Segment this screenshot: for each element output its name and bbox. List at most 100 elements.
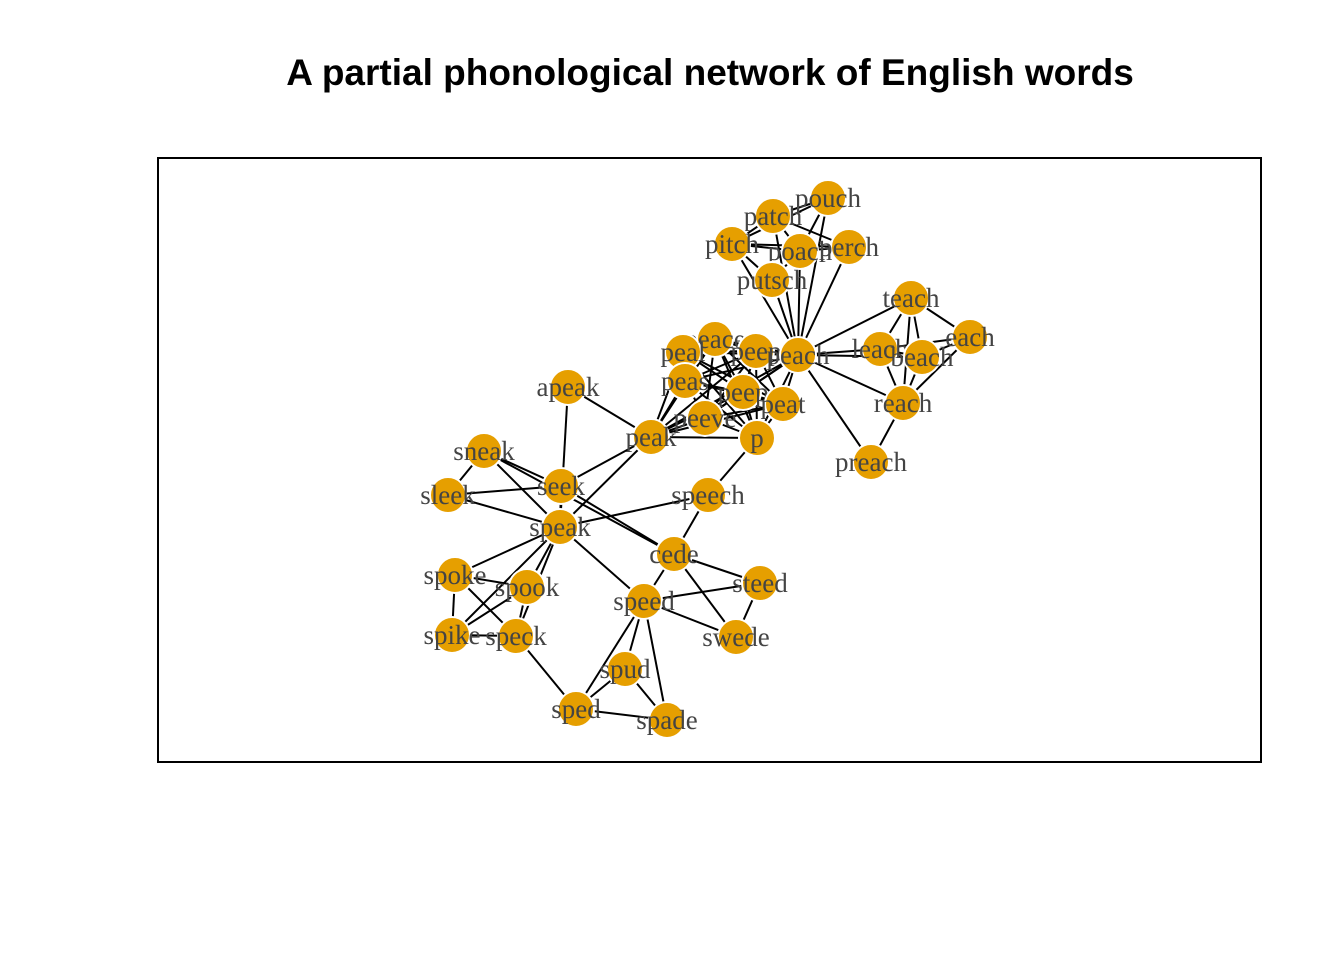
node-patch: patch bbox=[744, 197, 803, 235]
edge-speak-spike bbox=[451, 526, 561, 636]
node-circle-spoke bbox=[436, 556, 474, 594]
node-label-swede: swede bbox=[702, 622, 769, 652]
node-label-spud: spud bbox=[599, 654, 651, 684]
node-peace: peace bbox=[684, 320, 746, 358]
node-circle-seek bbox=[542, 467, 580, 505]
node-label-speech: speech bbox=[671, 480, 745, 510]
edge-peach-teach bbox=[797, 297, 912, 356]
node-circle-reach bbox=[884, 384, 922, 422]
node-peat: peat bbox=[761, 385, 806, 423]
edge-speed-sped bbox=[575, 600, 645, 710]
node-label-pitch: pitch bbox=[705, 229, 759, 259]
node-circle-patch bbox=[754, 197, 792, 235]
node-circle-peat bbox=[764, 385, 802, 423]
node-circle-pouch bbox=[809, 179, 847, 217]
node-putsch: putsch bbox=[737, 261, 808, 299]
node-leach: leach bbox=[852, 330, 909, 368]
node-circle-beach bbox=[903, 338, 941, 376]
node-circle-peach bbox=[779, 336, 817, 374]
node-reach: reach bbox=[874, 384, 933, 422]
node-label-apeak: apeak bbox=[537, 372, 600, 402]
node-label-speck: speck bbox=[485, 621, 547, 651]
node-cede: cede bbox=[649, 535, 699, 573]
node-circle-speed bbox=[625, 582, 663, 620]
node-teach: teach bbox=[883, 279, 940, 317]
node-circle-poach bbox=[781, 232, 819, 270]
node-circle-speck bbox=[497, 617, 535, 655]
node-peep: peep bbox=[731, 332, 782, 370]
node-circle-spade bbox=[648, 701, 686, 739]
node-speak: speak bbox=[529, 508, 591, 546]
node-label-peas: peas bbox=[661, 366, 709, 396]
edge-peach-pouch bbox=[797, 197, 829, 356]
node-sleek: sleek bbox=[420, 476, 476, 514]
node-label-sleek: sleek bbox=[420, 480, 476, 510]
node-speech: speech bbox=[671, 476, 745, 514]
node-circle-peep bbox=[737, 332, 775, 370]
node-spike: spike bbox=[424, 616, 481, 654]
node-circle-p bbox=[738, 419, 776, 457]
node-label-peeve: peeve bbox=[674, 403, 737, 433]
node-label-cede: cede bbox=[649, 539, 698, 569]
node-label-poach: poach bbox=[768, 236, 833, 266]
node-spade: spade bbox=[636, 701, 698, 739]
node-pouch: pouch bbox=[795, 179, 861, 217]
node-label-teach: teach bbox=[883, 283, 940, 313]
node-circle-teach bbox=[892, 279, 930, 317]
node-circle-sneak bbox=[465, 432, 503, 470]
node-apeak: apeak bbox=[537, 368, 600, 406]
chart-title: A partial phonological network of Englis… bbox=[286, 52, 1134, 93]
node-circle-steed bbox=[741, 564, 779, 602]
node-speck: speck bbox=[485, 617, 547, 655]
plot-frame bbox=[157, 157, 1262, 763]
edge-speed-spade bbox=[643, 600, 668, 721]
edge-peach-beach bbox=[797, 354, 923, 358]
node-circle-putsch bbox=[753, 261, 791, 299]
edge-speak-speech bbox=[559, 494, 709, 528]
node-steed: steed bbox=[732, 564, 788, 602]
node-circle-spook bbox=[508, 568, 546, 606]
node-circle-spike bbox=[433, 616, 471, 654]
node-swede: swede bbox=[702, 618, 770, 656]
node-circle-speak bbox=[541, 508, 579, 546]
node-spook: spook bbox=[495, 568, 560, 606]
node-spud: spud bbox=[599, 650, 651, 688]
edge-peach-pitch bbox=[731, 243, 799, 356]
node-label-spike: spike bbox=[424, 620, 481, 650]
node-circle-each bbox=[951, 318, 989, 356]
node-label-seek: seek bbox=[537, 471, 585, 501]
edge-seek-cede bbox=[560, 485, 675, 555]
node-circle-peak bbox=[632, 418, 670, 456]
node-label-speed: speed bbox=[613, 586, 675, 616]
node-circle-apeak bbox=[549, 368, 587, 406]
node-peal: peal bbox=[661, 333, 706, 371]
node-circle-peas bbox=[666, 362, 704, 400]
node-p: p bbox=[738, 419, 776, 457]
node-peak: peak bbox=[626, 418, 677, 456]
node-label-speak: speak bbox=[529, 512, 591, 542]
node-label-spook: spook bbox=[495, 572, 560, 602]
node-label-each: each bbox=[945, 322, 995, 352]
node-label-peep: peep bbox=[731, 336, 782, 366]
node-label-peal: peal bbox=[661, 337, 706, 367]
edge-peak-speak bbox=[559, 436, 652, 528]
node-circle-leach bbox=[861, 330, 899, 368]
edge-peach-perch bbox=[797, 246, 850, 356]
node-circle-peace bbox=[696, 320, 734, 358]
node-label-pouch: pouch bbox=[795, 183, 861, 213]
node-circle-pitch bbox=[713, 225, 751, 263]
node-peeve: peeve bbox=[674, 399, 737, 437]
node-preach: preach bbox=[835, 443, 907, 481]
edge-sleek-speak bbox=[447, 494, 561, 528]
node-label-perch: perch bbox=[819, 232, 879, 262]
node-label-peep2: peep bbox=[718, 377, 769, 407]
node-poach: poach bbox=[768, 232, 833, 270]
node-label-peach: peach bbox=[767, 340, 830, 370]
edge-peep-peak bbox=[650, 350, 757, 438]
node-seek: seek bbox=[537, 467, 585, 505]
node-circle-sleek bbox=[429, 476, 467, 514]
node-label-peak: peak bbox=[626, 422, 677, 452]
node-pitch: pitch bbox=[705, 225, 759, 263]
node-label-spoke: spoke bbox=[424, 560, 487, 590]
